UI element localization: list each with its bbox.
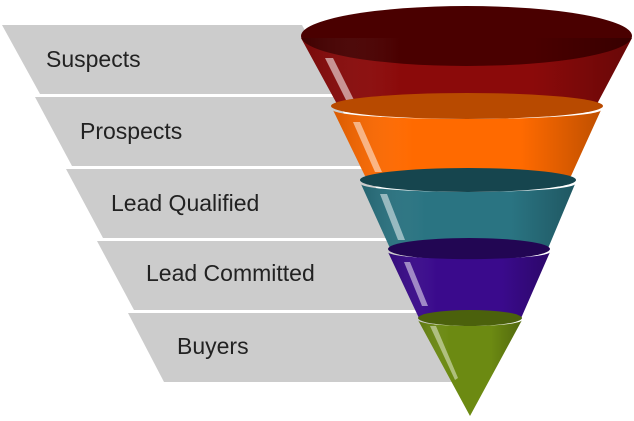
funnel	[301, 6, 632, 416]
funnel-segment-lead-qualified	[360, 168, 576, 255]
funnel-segment-lead-committed	[388, 238, 550, 323]
segment-highlight-lead-qualified	[380, 194, 405, 240]
segment-highlight-lead-committed	[404, 262, 428, 306]
segment-rim-lead-committed	[388, 238, 550, 260]
stage-label-suspects: Suspects	[46, 46, 141, 72]
segment-shine-buyers	[418, 320, 522, 416]
band-lead-committed	[97, 241, 434, 310]
stage-label-lead-committed: Lead Committed	[146, 260, 315, 286]
band-lead-qualified	[66, 169, 403, 238]
segment-shine-lead-qualified	[361, 184, 575, 255]
band-labels: Suspects Prospects Lead Qualified Lead C…	[46, 46, 315, 359]
stage-label-buyers: Buyers	[177, 333, 249, 359]
stage-label-lead-qualified: Lead Qualified	[111, 190, 259, 216]
segment-highlight-prospects	[353, 122, 382, 172]
segment-rim-buyers	[418, 310, 522, 326]
segment-highlight-suspects	[325, 58, 360, 112]
segment-rim-prospects	[331, 93, 603, 119]
stage-label-prospects: Prospects	[80, 118, 182, 144]
segment-highlight-buyers	[430, 326, 458, 380]
funnel-segment-prospects	[331, 93, 603, 185]
band-prospects	[35, 97, 372, 166]
band-buyers	[128, 313, 464, 382]
segment-shine-lead-committed	[388, 252, 550, 323]
label-bands	[2, 25, 464, 382]
band-suspects	[2, 25, 340, 94]
segment-shine-prospects	[333, 110, 601, 185]
funnel-segment-buyers	[418, 310, 522, 416]
segment-rim-lead-qualified	[360, 168, 576, 192]
